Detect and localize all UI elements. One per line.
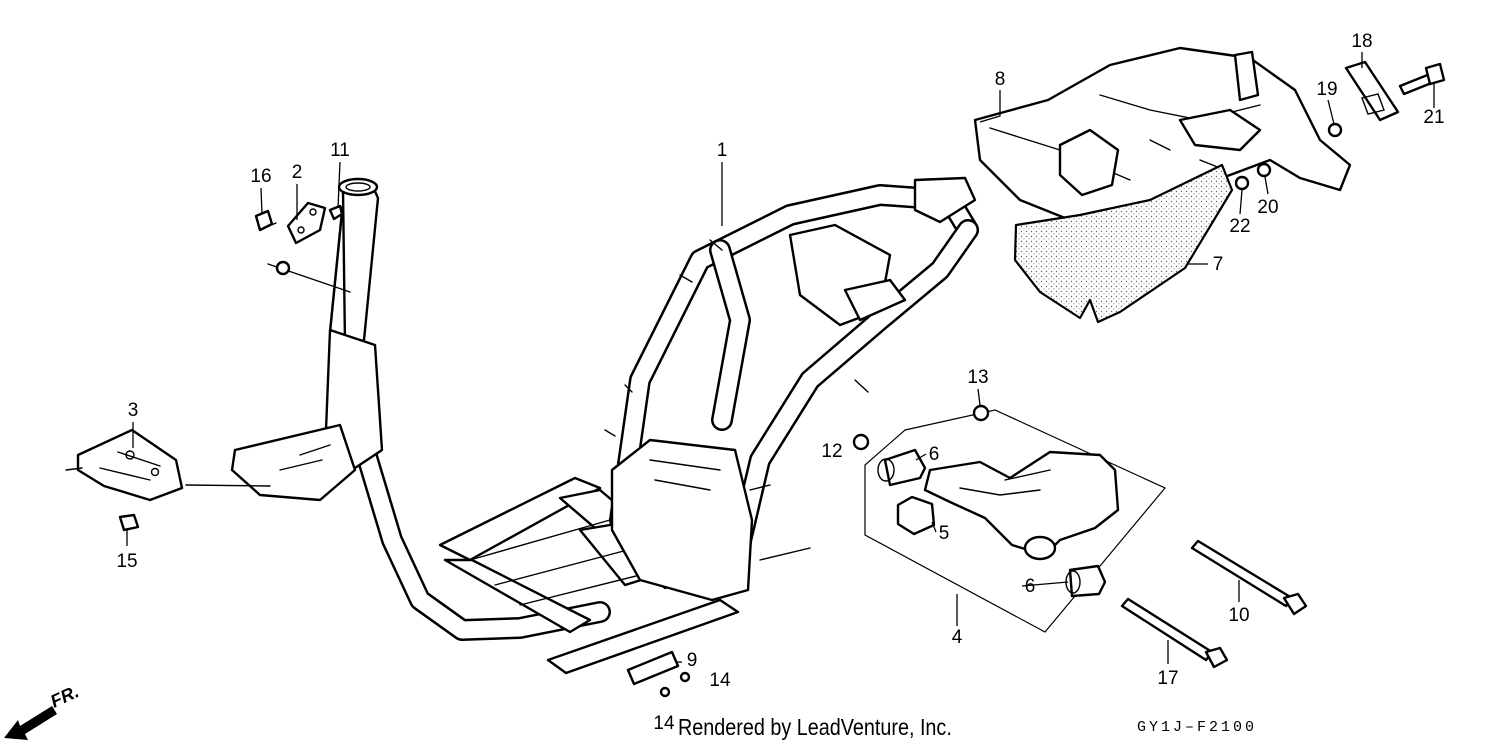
- plate-18: [1344, 60, 1400, 122]
- bushing-6b: [1068, 564, 1107, 598]
- callout-7: 7: [1213, 254, 1224, 275]
- washer-19: [1327, 122, 1343, 138]
- screw-14b: [659, 686, 671, 698]
- washer-20: [1256, 162, 1272, 178]
- callout-4: 4: [952, 627, 963, 648]
- callout-5: 5: [939, 523, 950, 544]
- callout-18: 18: [1351, 31, 1372, 52]
- callout-9: 9: [687, 650, 698, 671]
- plate-9: [626, 650, 680, 686]
- callout-1: 1: [717, 140, 728, 161]
- callout-6: 6: [1025, 576, 1036, 597]
- bushing-6a: [883, 448, 927, 487]
- long-bolts: [1120, 539, 1308, 669]
- callout-10: 10: [1228, 605, 1249, 626]
- mud-flap: [1013, 163, 1234, 324]
- hanger-link: [923, 450, 1120, 557]
- callout-3: 3: [128, 400, 139, 421]
- diagram-code: GY1J–F2100: [1137, 719, 1258, 736]
- nut-15: [118, 513, 140, 532]
- callout-13: 13: [967, 367, 988, 388]
- frame-body: [230, 176, 979, 675]
- callout-11: 11: [330, 140, 350, 161]
- screw-14a: [679, 671, 691, 683]
- callout-21: 21: [1423, 107, 1444, 128]
- callout-12: 12: [821, 441, 842, 462]
- rear-fasteners: [1234, 60, 1446, 191]
- callout-14: 14: [653, 713, 675, 734]
- callout-19: 19: [1316, 79, 1337, 100]
- callout-8: 8: [995, 69, 1006, 90]
- nut-12: [852, 433, 870, 451]
- bolt-10: [1190, 539, 1294, 608]
- callout-14: 14: [709, 670, 731, 691]
- bracket-3: [76, 428, 184, 502]
- callout-16: 16: [250, 166, 271, 187]
- callout-6: 6: [929, 444, 940, 465]
- engine-hanger: [852, 404, 1166, 633]
- front-brackets: [65, 201, 351, 532]
- nut-22: [1234, 175, 1250, 191]
- bracket-2: [286, 201, 327, 245]
- callout-15: 15: [116, 551, 137, 572]
- bolt-11: [328, 204, 344, 221]
- bolt-16: [254, 209, 274, 232]
- callout-22: 22: [1229, 216, 1250, 237]
- credit-text: Rendered by LeadVenture, Inc.: [678, 714, 952, 740]
- callout-20: 20: [1257, 197, 1278, 218]
- leader-lines: [126, 52, 1435, 664]
- rear-fender: [973, 46, 1352, 224]
- front-direction-arrow: FR.: [4, 681, 82, 740]
- callout-17: 17: [1157, 668, 1178, 689]
- stopper-5: [896, 495, 936, 536]
- bolt-17: [1120, 597, 1214, 662]
- nut-13: [972, 404, 990, 422]
- callout-2: 2: [292, 162, 303, 183]
